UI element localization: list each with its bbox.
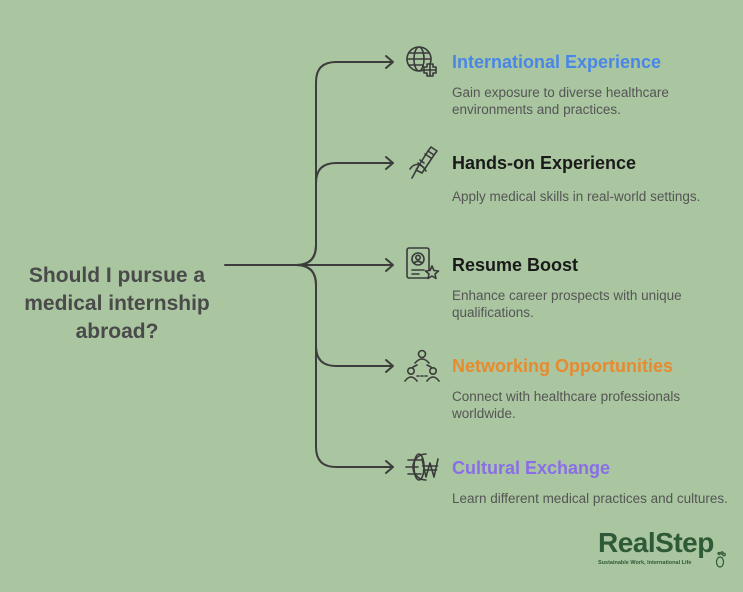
- arrowhead-4: [385, 359, 394, 373]
- arrowhead-5: [385, 460, 394, 474]
- connector-branch-2: [295, 162, 393, 266]
- option-title-international-experience: International Experience: [452, 52, 662, 72]
- resume-star-icon: [404, 246, 440, 282]
- option-title-networking-opportunities: Networking Opportunities: [452, 356, 674, 376]
- brand-tagline: Sustainable Work, International Life: [598, 560, 692, 566]
- people-network-icon: [404, 348, 440, 384]
- option-desc-cultural-exchange: Learn different medical practices and cu…: [452, 491, 728, 506]
- option-desc-hands-on-experience: Apply medical skills in real-world setti…: [452, 189, 701, 204]
- brand-name: RealStep: [598, 527, 714, 558]
- central-question: Should I pursue a medical internship abr…: [24, 264, 210, 343]
- connector-branch-4: [295, 264, 393, 367]
- globe-plus-icon: [404, 44, 440, 80]
- arrowhead-2: [385, 156, 394, 170]
- connector-branch-5: [295, 264, 393, 468]
- option-title-resume-boost: Resume Boost: [452, 255, 579, 275]
- option-desc-international-experience: Gain exposure to diverse healthcare envi…: [452, 85, 669, 117]
- syringe-hand-icon: [404, 145, 440, 181]
- brand-logo: RealStep Sustainable Work, International…: [598, 528, 730, 578]
- footprint-icon: [715, 551, 726, 568]
- option-desc-resume-boost: Enhance career prospects with unique qua…: [452, 288, 682, 320]
- option-title-hands-on-experience: Hands-on Experience: [452, 153, 637, 173]
- arrowhead-1: [385, 55, 394, 69]
- globe-currency-icon: [404, 449, 440, 485]
- arrowhead-3: [385, 258, 394, 272]
- option-title-cultural-exchange: Cultural Exchange: [452, 458, 611, 478]
- option-desc-networking-opportunities: Connect with healthcare professionals wo…: [452, 389, 681, 421]
